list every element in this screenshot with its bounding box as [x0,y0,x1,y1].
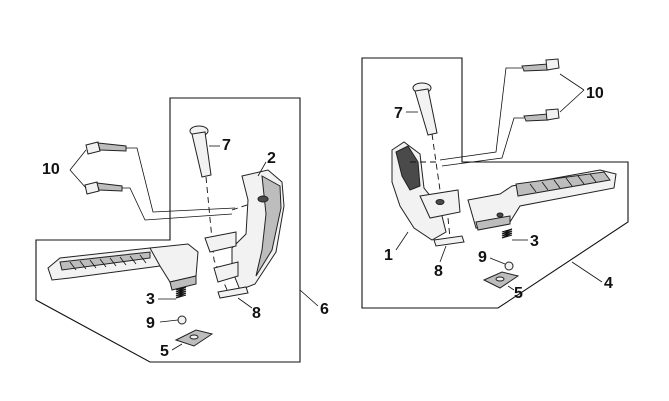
right-bracket [391,141,461,241]
right-callout-bolt: 10 [586,85,604,102]
left-ball [177,315,187,325]
right-footpeg-assembly: 10 7 1 8 3 9 5 4 [361,57,629,309]
left-footpeg-assembly: 10 7 2 3 9 5 8 6 [35,97,329,363]
right-callout-assembly: 4 [604,275,613,292]
left-bolt-lower [84,181,123,195]
right-pin [412,82,438,136]
right-footpeg [467,169,617,231]
left-callout-bolt: 10 [42,161,60,178]
left-callout-spring: 3 [146,291,155,308]
left-footpeg [47,243,199,291]
left-callout-ball: 9 [146,315,155,332]
right-assembly-boundary [361,57,629,309]
right-callout-pin: 7 [394,105,403,122]
left-bracket [204,169,285,291]
right-bolt-lower [523,108,560,122]
right-callout-ball: 9 [478,249,487,266]
right-callout-spring: 3 [530,233,539,250]
left-plate [174,329,214,347]
right-washer [433,235,465,247]
right-ball [504,261,514,271]
left-spring [175,286,187,299]
right-plate [482,271,520,289]
right-callout-plate: 5 [514,285,523,302]
left-callout-pin: 7 [222,137,231,154]
right-bolt-upper [521,58,560,72]
left-assembly-boundary [35,97,301,363]
left-bolt-upper [85,141,127,155]
left-pin [189,125,212,178]
right-spring [501,228,513,239]
right-callout-washer: 8 [434,263,443,280]
left-callout-bracket: 2 [267,150,276,167]
right-callout-bracket: 1 [384,247,393,264]
left-washer [217,286,249,299]
left-callout-assembly: 6 [320,301,329,318]
left-callout-plate: 5 [160,343,169,360]
left-callout-washer: 8 [252,305,261,322]
